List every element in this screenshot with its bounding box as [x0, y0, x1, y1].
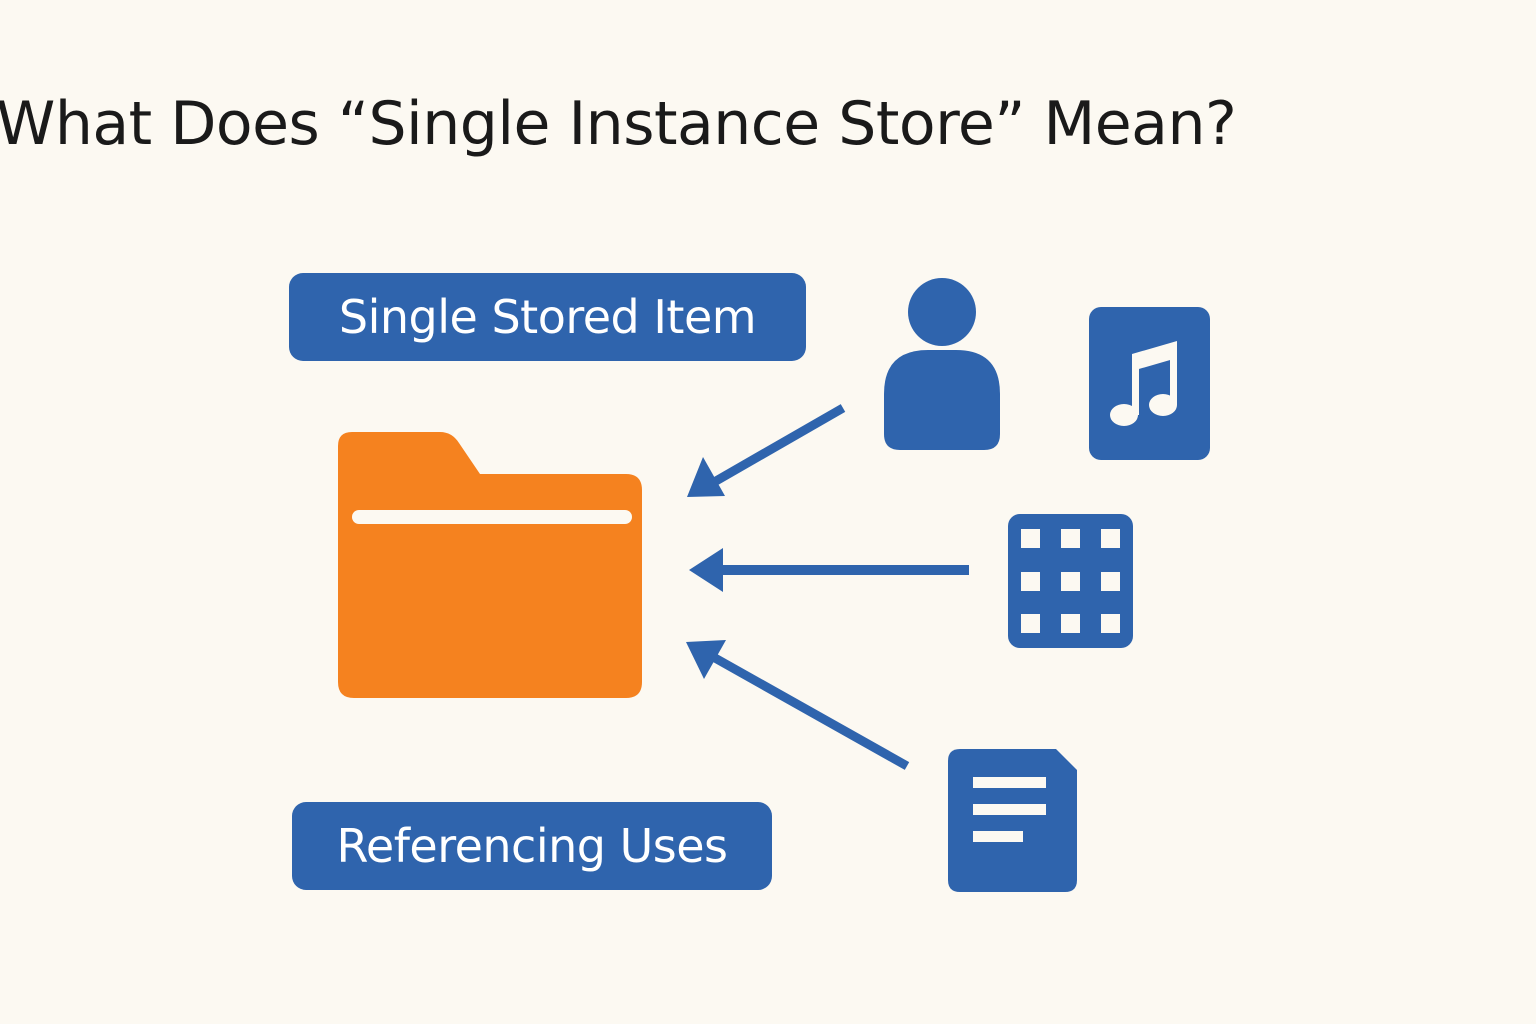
arrow-from-user — [687, 404, 846, 497]
folder-icon — [338, 432, 642, 698]
page-title: What Does “Single Instance Store” Mean? — [0, 89, 1237, 159]
document-icon — [948, 749, 1077, 892]
arrow-from-document — [686, 640, 910, 770]
user-icon — [884, 278, 1000, 450]
music-file-icon — [1089, 307, 1210, 460]
referencing-uses-text: Referencing Uses — [336, 819, 729, 873]
single-stored-item-text: Single Stored Item — [338, 290, 757, 344]
single-stored-item-label: Single Stored Item — [289, 273, 806, 361]
grid-icon — [1008, 514, 1133, 648]
referencing-uses-label: Referencing Uses — [292, 802, 772, 890]
reference-arrows — [686, 404, 969, 770]
arrow-from-grid — [689, 548, 969, 592]
